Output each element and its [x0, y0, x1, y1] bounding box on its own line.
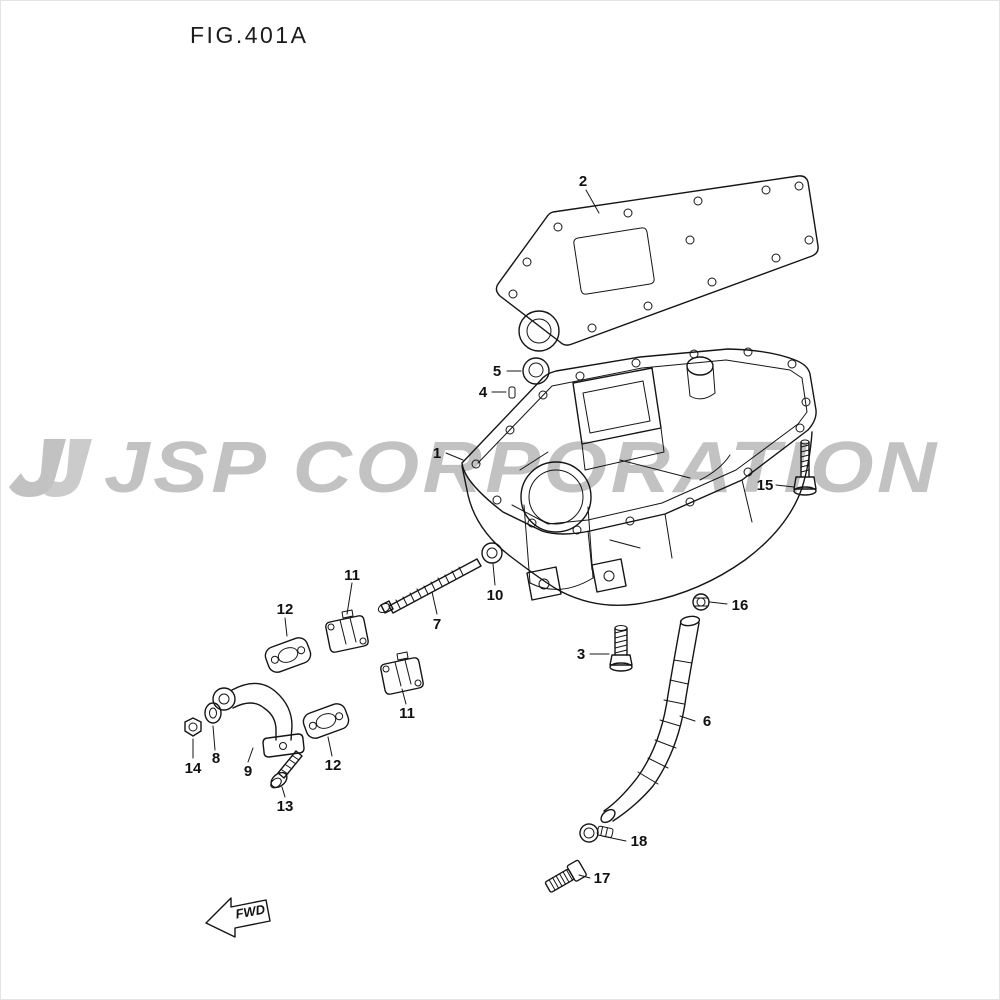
callout-8: 8	[212, 725, 220, 767]
callout-label: 5	[493, 363, 501, 380]
callout-line	[679, 715, 696, 722]
callout-label: 12	[325, 757, 342, 774]
callout-label: 11	[399, 705, 415, 722]
part-14-nut-drawing	[184, 717, 202, 737]
part-17-fitting-drawing	[544, 859, 587, 893]
callout-line	[492, 563, 496, 586]
part-2-gasket-drawing	[495, 175, 819, 352]
callout-line	[212, 725, 216, 751]
part-18-clamp-drawing	[579, 823, 614, 843]
callout-label: 9	[244, 763, 252, 780]
callout-line	[281, 786, 286, 798]
callout-label: 8	[212, 750, 220, 767]
callout-line	[431, 591, 438, 615]
part-1-oil-pan-drawing	[461, 347, 817, 606]
part-8-washer-drawing	[204, 702, 222, 724]
fwd-arrow: FWD	[205, 897, 271, 938]
callout-15: 15	[757, 477, 795, 494]
callout-label: 4	[479, 384, 488, 401]
callout-5: 5	[493, 363, 522, 380]
callout-3: 3	[577, 646, 610, 663]
part-4-pin-drawing	[508, 386, 516, 399]
part-11-clamp-upper-drawing	[325, 609, 369, 653]
part-10-washer-drawing	[481, 542, 503, 564]
part-16-nut-drawing	[692, 593, 710, 611]
part-5-seal-drawing	[522, 357, 550, 385]
callout-label: 7	[433, 616, 441, 633]
callout-label: 1	[433, 445, 441, 462]
callout-16: 16	[709, 597, 749, 614]
callout-10: 10	[487, 563, 504, 604]
callout-11-upper: 11	[344, 567, 360, 615]
callout-line	[445, 452, 464, 461]
callout-9: 9	[244, 747, 254, 780]
part-13-bolt-drawing	[270, 750, 303, 789]
callout-label: 6	[703, 713, 711, 730]
part-6-hose-drawing	[600, 615, 701, 824]
callout-line	[327, 736, 333, 757]
callout-label: 14	[185, 760, 202, 777]
callout-label: 15	[757, 477, 774, 494]
callout-label: 13	[277, 798, 294, 815]
callout-18: 18	[601, 833, 648, 850]
figure-title: FIG.401A	[190, 22, 309, 48]
callout-2: 2	[579, 173, 600, 214]
callout-1: 1	[433, 445, 464, 462]
part-12-gasket-lower-drawing	[300, 700, 352, 742]
callout-line	[775, 484, 795, 488]
callout-line	[709, 601, 728, 605]
callout-13: 13	[277, 786, 294, 815]
callout-label: 16	[732, 597, 749, 614]
callout-label: 12	[277, 601, 294, 618]
part-12-gasket-upper-drawing	[262, 634, 314, 676]
callout-11-lower: 11	[399, 688, 415, 722]
part-3-bolt-drawing	[609, 625, 633, 672]
callout-line	[284, 617, 288, 637]
callout-17: 17	[578, 870, 611, 887]
callout-line	[247, 747, 254, 763]
callout-12-lower: 12	[325, 736, 342, 774]
callout-line	[585, 189, 600, 214]
callout-line	[401, 688, 407, 705]
callout-label: 10	[487, 587, 504, 604]
callout-line	[601, 835, 627, 842]
callout-label: 3	[577, 646, 585, 663]
part-11-clamp-lower-drawing	[380, 651, 424, 695]
callout-label: 17	[594, 870, 611, 887]
part-7-long-bolt-drawing	[377, 558, 482, 614]
callout-label: 18	[631, 833, 648, 850]
callout-line	[346, 582, 353, 615]
callout-7: 7	[431, 591, 441, 633]
part-15-bolt-drawing	[793, 439, 817, 496]
callout-6: 6	[679, 713, 711, 730]
callout-12-upper: 12	[277, 601, 294, 637]
fwd-label: FWD	[234, 902, 266, 922]
callout-14: 14	[185, 738, 202, 777]
callout-label: 11	[344, 567, 360, 584]
callout-4: 4	[479, 384, 507, 401]
callout-line	[578, 874, 591, 879]
part-9-elbow-drawing	[212, 682, 305, 758]
callout-label: 2	[579, 173, 587, 190]
